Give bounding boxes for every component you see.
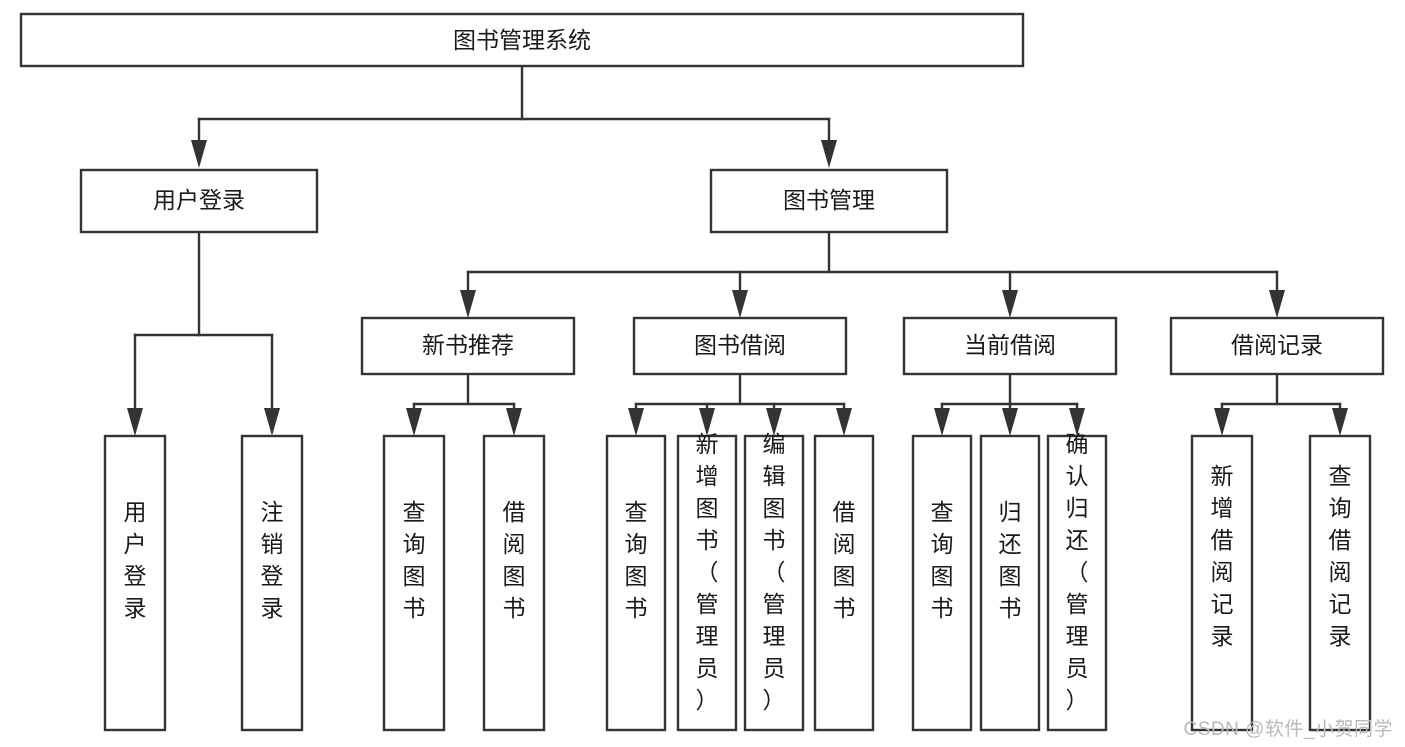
node-leaf-13-label: 查询借阅记录 (1329, 463, 1352, 649)
arrowhead-leaf-7 (766, 408, 782, 436)
arrowhead-leaf-9 (934, 408, 950, 436)
node-newbook-box[interactable] (360, 316, 576, 376)
node-leaf-10[interactable]: 归还图书 (979, 434, 1041, 732)
node-current-box[interactable] (902, 316, 1118, 376)
csdn-watermark: CSDN @软件_小贺同学 (1183, 719, 1393, 740)
node-root-box[interactable] (19, 12, 1025, 68)
node-leaf-12-label: 新增借阅记录 (1211, 463, 1234, 649)
node-leaf-4-box[interactable] (482, 434, 546, 732)
arrowhead-leaf-12 (1214, 408, 1230, 436)
node-newbook-label: 新书推荐 (422, 332, 514, 358)
node-leaf-4[interactable]: 借阅图书 (482, 434, 546, 732)
node-leaf-12[interactable]: 新增借阅记录 (1190, 434, 1254, 732)
arrowhead-leaf-4 (506, 408, 522, 436)
node-records-box[interactable] (1169, 316, 1385, 376)
node-leaf-7-box[interactable] (743, 434, 805, 732)
node-leaf-11[interactable]: 确认归还（管理员） (1046, 431, 1108, 732)
node-leaf-5-box[interactable] (605, 434, 667, 732)
node-leaf-1[interactable]: 用户登录 (103, 434, 167, 732)
node-newbook[interactable]: 新书推荐 (360, 316, 576, 376)
node-leaf-3-label: 查询图书 (403, 499, 426, 621)
node-leaf-8-box[interactable] (813, 434, 875, 732)
node-leaf-9-label: 查询图书 (931, 499, 954, 621)
arrowhead-leaf-1 (127, 408, 143, 436)
node-leaf-11-box[interactable] (1046, 434, 1108, 732)
arrowhead-leaf-13 (1332, 408, 1348, 436)
node-current[interactable]: 当前借阅 (902, 316, 1118, 376)
node-leaf-6[interactable]: 新增图书（管理员） (676, 431, 738, 732)
node-leaf-5-label: 查询图书 (625, 499, 648, 621)
node-login-label: 用户登录 (153, 187, 245, 213)
node-borrow-label: 图书借阅 (694, 332, 786, 358)
arrowhead-leaf-10 (1002, 408, 1018, 436)
node-leaf-8[interactable]: 借阅图书 (813, 434, 875, 732)
node-leaf-6-label: 新增图书（管理员） (696, 431, 719, 713)
arrowhead-leaf-8 (836, 408, 852, 436)
arrowhead-leaf-2 (264, 408, 280, 436)
arrowhead-leaf-3 (406, 408, 422, 436)
node-leaf-13-box[interactable] (1308, 434, 1372, 732)
node-leaf-5[interactable]: 查询图书 (605, 434, 667, 732)
arrowhead-current (1002, 290, 1018, 318)
node-leaf-6-box[interactable] (676, 434, 738, 732)
node-leaf-12-box[interactable] (1190, 434, 1254, 732)
node-leaf-8-label: 借阅图书 (833, 499, 856, 621)
node-current-label: 当前借阅 (964, 332, 1056, 358)
node-leaf-3[interactable]: 查询图书 (382, 434, 446, 732)
arrowhead-leaf-6 (699, 408, 715, 436)
node-login[interactable]: 用户登录 (79, 168, 319, 234)
node-records[interactable]: 借阅记录 (1169, 316, 1385, 376)
connector-layer (127, 64, 1348, 436)
arrowhead-leaf-5 (628, 408, 644, 436)
node-leaf-1-box[interactable] (103, 434, 167, 732)
node-leaf-1-label: 用户登录 (124, 499, 147, 621)
node-leaf-7-label: 编辑图书（管理员） (763, 431, 786, 713)
node-leaf-9-box[interactable] (911, 434, 973, 732)
node-borrow-box[interactable] (632, 316, 848, 376)
arrowhead-leaf-11 (1069, 408, 1085, 436)
node-leaf-2-box[interactable] (240, 434, 304, 732)
arrowhead-login (191, 140, 207, 168)
node-bookmgmt-box[interactable] (709, 168, 949, 234)
arrowhead-bookmgmt (821, 140, 837, 168)
node-bookmgmt[interactable]: 图书管理 (709, 168, 949, 234)
arrowhead-newbook (460, 290, 476, 318)
node-leaf-13[interactable]: 查询借阅记录 (1308, 434, 1372, 732)
node-leaf-3-box[interactable] (382, 434, 446, 732)
node-records-label: 借阅记录 (1231, 332, 1323, 358)
node-login-box[interactable] (79, 168, 319, 234)
node-leaf-10-label: 归还图书 (999, 499, 1022, 621)
node-leaf-7[interactable]: 编辑图书（管理员） (743, 431, 805, 732)
node-root-label: 图书管理系统 (453, 27, 591, 53)
node-leaf-2-label: 注销登录 (261, 499, 284, 621)
arrowhead-records (1269, 290, 1285, 318)
node-leaf-10-box[interactable] (979, 434, 1041, 732)
node-leaf-9[interactable]: 查询图书 (911, 434, 973, 732)
arrowhead-borrow (732, 290, 748, 318)
node-leaf-2[interactable]: 注销登录 (240, 434, 304, 732)
node-borrow[interactable]: 图书借阅 (632, 316, 848, 376)
node-bookmgmt-label: 图书管理 (783, 187, 875, 213)
node-leaf-4-label: 借阅图书 (503, 499, 526, 621)
node-leaf-11-label: 确认归还（管理员） (1066, 431, 1089, 713)
node-root[interactable]: 图书管理系统 (19, 12, 1025, 68)
